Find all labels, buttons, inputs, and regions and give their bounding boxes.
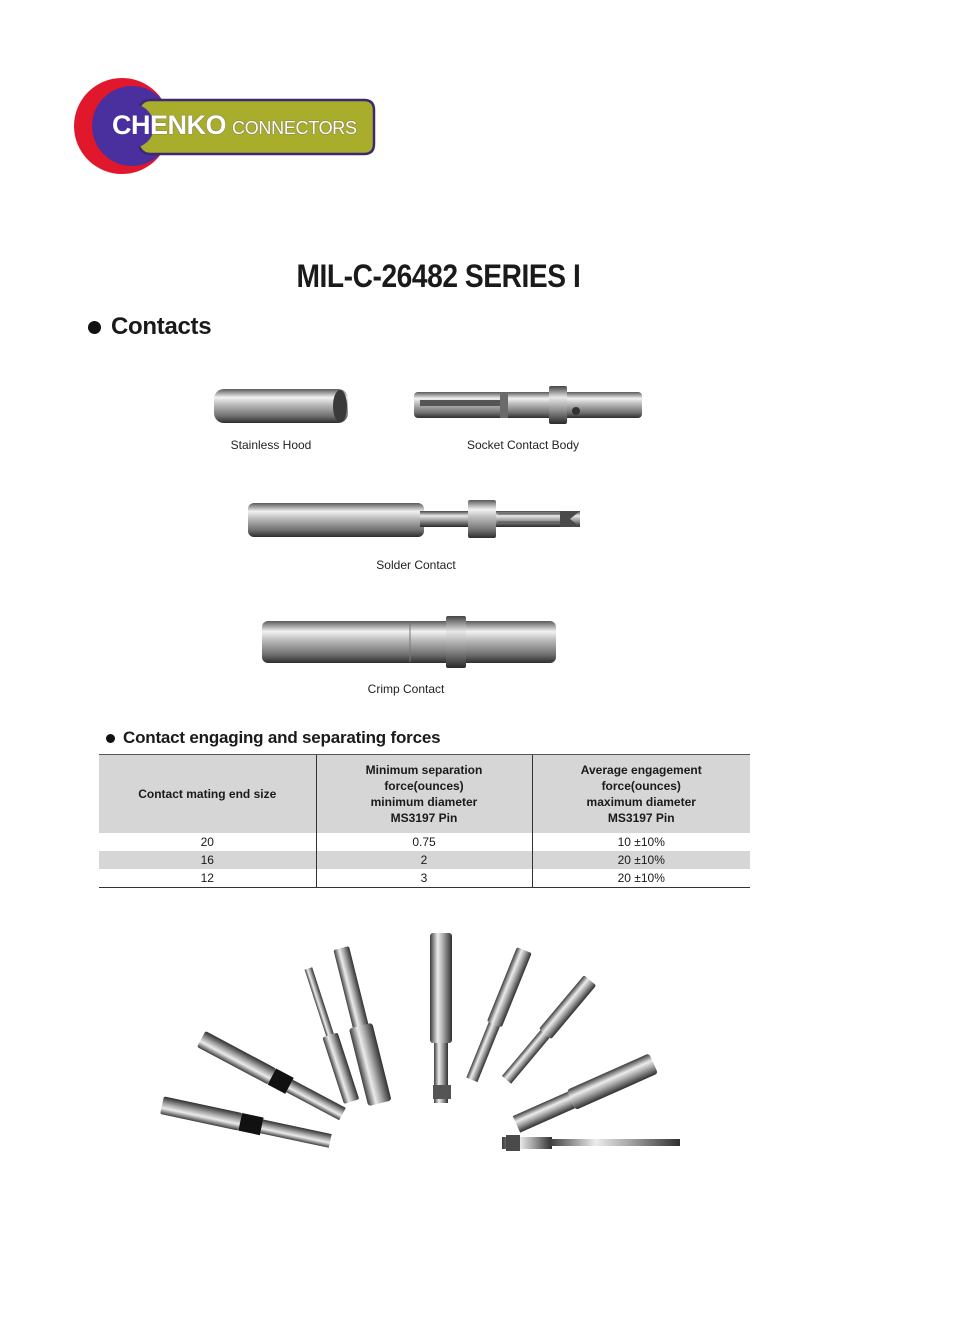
logo-brand: CHENKO <box>112 110 227 140</box>
subsection-label: Contact engaging and separating forces <box>123 728 441 747</box>
page-title: MIL-C-26482 SERIES I <box>296 258 581 294</box>
contact-center <box>430 933 452 1103</box>
subsection-heading: Contact engaging and separating forces <box>106 728 441 748</box>
section-heading: Contacts <box>88 313 212 341</box>
socket-contact-body-image <box>414 386 642 424</box>
cell-size: 12 <box>99 869 316 888</box>
caption-crimp: Crimp Contact <box>368 682 445 696</box>
section-label: Contacts <box>111 313 212 340</box>
cell-separation: 2 <box>315 851 532 869</box>
contact-left-4 <box>160 1096 332 1148</box>
solder-contact-image <box>248 500 580 538</box>
header-avg-engagement: Average engagement force(ounces) maximum… <box>531 754 750 833</box>
caption-solder: Solder Contact <box>376 558 456 572</box>
contact-left-1 <box>333 946 391 1106</box>
cell-size: 16 <box>99 851 316 869</box>
contacts-assortment-photo <box>160 933 680 1151</box>
table-row: 16 2 20 ±10% <box>99 851 750 869</box>
forces-table: Contact mating end size Minimum separati… <box>99 754 750 888</box>
contact-right-2 <box>501 975 596 1084</box>
cell-engagement: 20 ±10% <box>531 851 750 869</box>
contact-left-2 <box>304 967 359 1104</box>
contact-parts-illustration: Stainless Hood Socket Contact Body Solde… <box>214 386 642 696</box>
caption-hood: Stainless Hood <box>231 438 312 452</box>
contact-left-3 <box>197 1031 346 1121</box>
header-mating-end-size: Contact mating end size <box>99 754 316 833</box>
logo-sub: CONNECTORS <box>232 118 357 138</box>
cell-engagement: 10 ±10% <box>531 833 750 851</box>
cell-engagement: 20 ±10% <box>531 869 750 888</box>
chenko-logo <box>74 78 376 174</box>
table-row: 20 0.75 10 ±10% <box>99 833 750 851</box>
bullet-icon <box>106 733 115 743</box>
contact-right-1 <box>466 947 532 1083</box>
bullet-icon <box>88 320 101 334</box>
cell-separation: 3 <box>315 869 532 888</box>
table-row: 12 3 20 ±10% <box>99 869 750 888</box>
caption-socket: Socket Contact Body <box>467 438 579 452</box>
contact-right-4 <box>502 1135 680 1151</box>
cell-size: 20 <box>200 835 214 849</box>
cell-separation: 0.75 <box>315 833 532 851</box>
stainless-hood-image <box>214 389 348 423</box>
contact-right-3 <box>512 1054 658 1133</box>
table-header-row: Contact mating end size Minimum separati… <box>99 754 750 833</box>
header-min-separation: Minimum separation force(ounces) minimum… <box>315 754 532 833</box>
crimp-contact-image <box>262 616 556 668</box>
